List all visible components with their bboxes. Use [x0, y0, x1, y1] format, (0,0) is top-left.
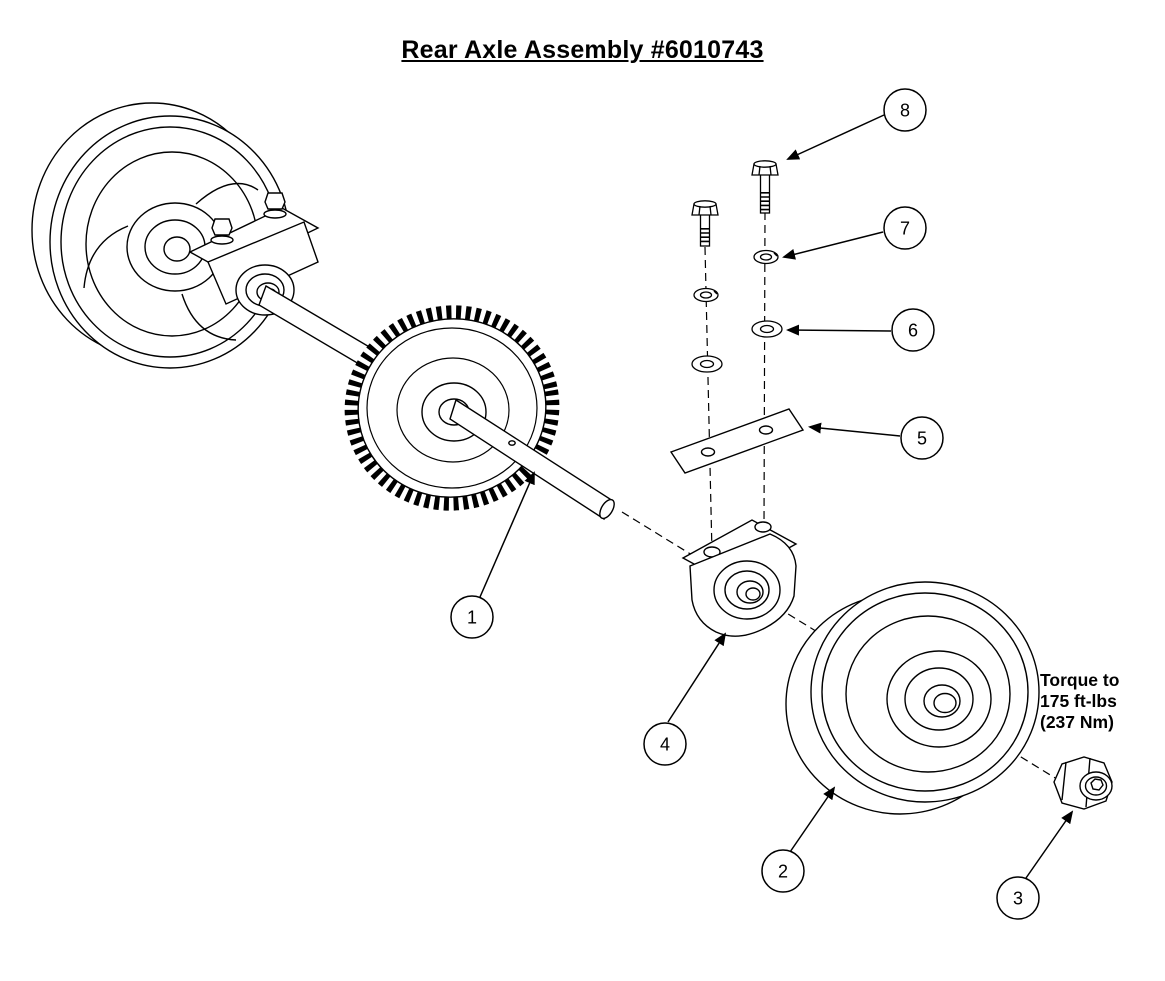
left-wheel-bore [163, 236, 191, 262]
left-block-body [207, 221, 319, 305]
gear-web-circle [396, 357, 510, 463]
callout-6-label: 6 [908, 321, 918, 341]
right-wheel-bore-inner [933, 692, 957, 714]
left-wheel-spoke-1 [195, 182, 259, 205]
left-wheel-spoke-2 [83, 225, 129, 289]
callout-2-label: 2 [778, 862, 788, 882]
callout-8: 8 [883, 88, 927, 132]
callout-7: 7 [883, 206, 927, 250]
callout-4-label: 4 [660, 735, 670, 755]
nut-hex-socket [1090, 778, 1104, 791]
part-right-wheel [785, 581, 1040, 815]
axle-pin-hole [508, 440, 516, 446]
left-wheel-spoke-3 [181, 293, 237, 341]
callout-7-label: 7 [900, 219, 910, 239]
callout-arrow-5 [808, 422, 901, 437]
right-wheel-rim-inner [821, 592, 1029, 792]
callout-arrow-7 [782, 231, 884, 260]
callout-balloons: 1 2 3 4 5 6 7 [450, 88, 1040, 920]
torque-note-line1: Torque to [1040, 670, 1119, 690]
part-flat-washer-left [691, 355, 723, 373]
part-bearing-block-right [681, 519, 798, 637]
part-lock-washer-left [693, 287, 719, 303]
plate-hole-left [700, 447, 716, 457]
part-flat-washer-right [751, 320, 783, 338]
callout-4: 4 [643, 722, 687, 766]
diagram-title: Rear Axle Assembly #6010743 [401, 36, 764, 64]
part-hex-bolt-left [691, 200, 719, 247]
right-block-hole-right [754, 521, 772, 533]
callout-3: 3 [996, 876, 1040, 920]
part-washers [691, 249, 783, 373]
part-lock-washer-right [753, 249, 779, 265]
right-block-bearing-inner [745, 587, 761, 601]
gear-rim-inner [366, 327, 538, 489]
torque-note-line2: 175 ft-lbs [1040, 691, 1117, 711]
right-wheel-web [845, 615, 1011, 773]
callout-arrow-8 [786, 114, 885, 160]
part-mounting-plate [669, 408, 805, 474]
callout-arrow-2 [789, 786, 836, 853]
part-axle-shaft-front [449, 398, 615, 521]
callout-arrows [479, 114, 1074, 879]
callout-3-label: 3 [1013, 889, 1023, 909]
callout-1-label: 1 [467, 608, 477, 628]
callout-arrow-4 [667, 632, 727, 723]
gear-teeth-ring [344, 305, 560, 511]
part-hex-bolts [691, 160, 779, 247]
callout-5: 5 [900, 416, 944, 460]
part-bearing-block-left [188, 192, 320, 316]
torque-note-line3: (237 Nm) [1040, 712, 1114, 732]
callout-arrow-6 [786, 324, 892, 336]
callout-2: 2 [761, 849, 805, 893]
part-gear [344, 305, 560, 511]
callout-5-label: 5 [917, 429, 927, 449]
part-hex-bolt-right [751, 160, 779, 214]
callout-8-label: 8 [900, 101, 910, 121]
part-axle-nut [1053, 756, 1113, 810]
left-block-bolt-a [210, 218, 234, 245]
callout-6: 6 [891, 308, 935, 352]
callout-arrow-3 [1025, 810, 1074, 879]
left-block-bolt-b [263, 192, 287, 219]
bolt-centerline-right [763, 211, 766, 528]
plate-hole-right [758, 425, 774, 435]
torque-note: Torque to 175 ft-lbs (237 Nm) [1040, 670, 1119, 732]
callout-arrow-1 [479, 471, 535, 598]
callout-1: 1 [450, 595, 494, 639]
